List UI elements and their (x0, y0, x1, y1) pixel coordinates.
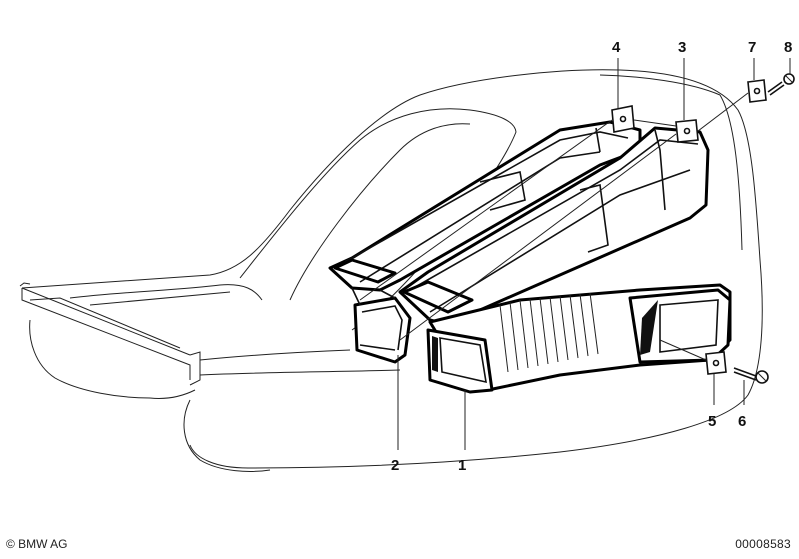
air-duct-left (328, 120, 642, 364)
callout-3: 3 (678, 39, 686, 56)
callout-6: 6 (738, 413, 746, 430)
document-number: 00008583 (735, 537, 791, 551)
screw-8 (767, 73, 795, 96)
callout-5: 5 (708, 413, 716, 430)
callout-labels: 4 3 7 8 2 1 5 6 (391, 39, 792, 474)
callout-7: 7 (748, 39, 756, 56)
clip-nut-5 (705, 351, 727, 375)
callout-2: 2 (391, 457, 399, 474)
copyright-notice: © BMW AG (6, 537, 68, 551)
lower-tray (19, 282, 401, 386)
bracket-4 (611, 105, 635, 133)
callout-4: 4 (612, 39, 621, 56)
bracket-3 (675, 119, 699, 143)
clip-nut-7 (747, 79, 767, 103)
leader-lines (359, 58, 791, 450)
screw-6 (733, 367, 769, 384)
callout-1: 1 (458, 457, 466, 474)
callout-8: 8 (784, 39, 792, 56)
